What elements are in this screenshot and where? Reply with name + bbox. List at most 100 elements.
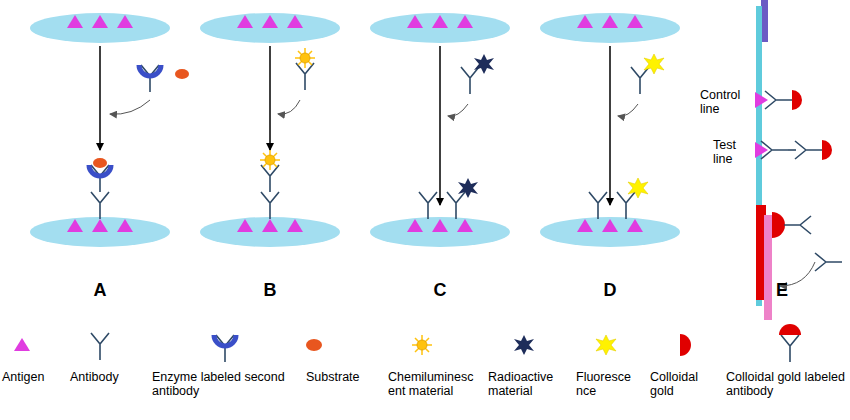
add-arrow bbox=[448, 104, 468, 116]
legend-text: Fluorescence bbox=[576, 370, 632, 399]
enzyme-antibody-symbol bbox=[214, 335, 236, 362]
legend-symbols bbox=[14, 324, 801, 362]
antigen-symbol bbox=[14, 338, 30, 351]
cell-surface bbox=[540, 13, 680, 43]
antigen-symbol bbox=[577, 219, 593, 232]
fluorescence-symbol bbox=[628, 178, 648, 198]
antibody-symbol bbox=[261, 192, 279, 219]
fluorescence-symbol bbox=[644, 54, 664, 74]
antigen-symbol bbox=[407, 219, 423, 232]
legend-text: Colloidal gold bbox=[650, 370, 716, 399]
cell-surface bbox=[370, 13, 510, 43]
antigen-symbol bbox=[117, 219, 133, 232]
antibody-symbol bbox=[761, 141, 788, 159]
antigen-symbol bbox=[755, 92, 768, 108]
legend-text: Substrate bbox=[306, 370, 372, 384]
antibody-symbol bbox=[461, 67, 479, 94]
substrate-symbol bbox=[175, 69, 189, 79]
antigen-symbol bbox=[237, 219, 253, 232]
panel-d bbox=[540, 13, 680, 247]
antigen-symbol bbox=[602, 15, 618, 28]
chemiluminescent-symbol bbox=[260, 150, 280, 170]
antigen-symbol bbox=[602, 219, 618, 232]
panel-letter: C bbox=[420, 280, 460, 301]
antigen-symbol bbox=[262, 219, 278, 232]
cell-surface bbox=[30, 217, 170, 247]
antibody-symbol bbox=[781, 335, 799, 362]
cell-surface bbox=[540, 217, 680, 247]
process-arrow bbox=[269, 46, 271, 150]
process-arrow bbox=[439, 46, 441, 205]
antigen-symbol bbox=[432, 219, 448, 232]
antibody-symbol bbox=[631, 67, 649, 94]
absorbent-pad bbox=[761, 0, 768, 42]
add-arrow bbox=[278, 100, 300, 114]
fluorescence-symbol bbox=[596, 335, 616, 355]
enzyme-antibody-symbol bbox=[89, 165, 111, 192]
antibody-symbol bbox=[91, 192, 109, 219]
cell-surface bbox=[370, 217, 510, 247]
antibody-symbol bbox=[589, 192, 607, 219]
antigen-symbol bbox=[627, 15, 643, 28]
legend-text: Enzyme labeled second antibody bbox=[152, 370, 302, 399]
antibody-symbol bbox=[419, 192, 437, 219]
antigen-symbol bbox=[262, 15, 278, 28]
colloidal-gold-symbol bbox=[822, 140, 832, 160]
chemiluminescent-symbol bbox=[412, 335, 432, 355]
panel-letter: E bbox=[762, 280, 802, 301]
colloidal-gold-symbol bbox=[680, 334, 691, 356]
legend-text: Antigen bbox=[2, 370, 58, 384]
process-arrow bbox=[99, 46, 101, 150]
add-arrow bbox=[618, 104, 638, 116]
cell-surface bbox=[200, 13, 340, 43]
enzyme-antibody-symbol bbox=[139, 65, 161, 92]
antigen-symbol bbox=[287, 219, 303, 232]
cell-surface bbox=[200, 217, 340, 247]
antigen-symbol bbox=[67, 219, 83, 232]
colloidal-gold-symbol bbox=[772, 212, 785, 238]
antigen-symbol bbox=[237, 15, 253, 28]
radioactive-symbol bbox=[514, 335, 534, 355]
legend-text: Chemiluminescent material bbox=[388, 370, 474, 399]
radioactive-symbol bbox=[458, 178, 478, 198]
antigen-symbol bbox=[432, 15, 448, 28]
binding-line bbox=[788, 149, 796, 151]
substrate-symbol bbox=[93, 158, 107, 168]
panel-b bbox=[200, 13, 340, 247]
antigen-symbol bbox=[92, 219, 108, 232]
antibody-symbol bbox=[91, 333, 109, 360]
antigen-symbol bbox=[117, 15, 133, 28]
antibody-symbol bbox=[795, 141, 822, 159]
antigen-symbol bbox=[287, 15, 303, 28]
antibody-symbol bbox=[765, 91, 792, 109]
panel-letter: B bbox=[250, 280, 290, 301]
legend-text: Radioactive material bbox=[488, 370, 562, 399]
antigen-symbol bbox=[457, 15, 473, 28]
line-label: Test line bbox=[713, 138, 753, 167]
antigen-symbol bbox=[67, 15, 83, 28]
substrate-symbol bbox=[306, 339, 322, 351]
cell-surface bbox=[30, 13, 170, 43]
chemiluminescent-symbol bbox=[295, 48, 315, 68]
radioactive-symbol bbox=[474, 54, 494, 74]
antibody-symbol bbox=[447, 192, 465, 219]
panel-letter: A bbox=[80, 280, 120, 301]
panel-c bbox=[370, 13, 510, 247]
legend-text: Antibody bbox=[70, 370, 136, 384]
add-arrow bbox=[110, 100, 150, 114]
antibody-symbol bbox=[815, 253, 842, 271]
antigen-symbol bbox=[407, 15, 423, 28]
line-label: Control line bbox=[700, 88, 752, 117]
antigen-symbol bbox=[627, 219, 643, 232]
antigen-symbol bbox=[577, 15, 593, 28]
antibody-symbol bbox=[617, 192, 635, 219]
panel-a bbox=[30, 13, 189, 247]
panel-letter: D bbox=[590, 280, 630, 301]
panel-e bbox=[755, 0, 842, 320]
colloidal-gold-symbol bbox=[779, 324, 801, 335]
antigen-symbol bbox=[457, 219, 473, 232]
colloidal-gold-symbol bbox=[792, 90, 802, 110]
antibody-symbol bbox=[784, 216, 811, 234]
